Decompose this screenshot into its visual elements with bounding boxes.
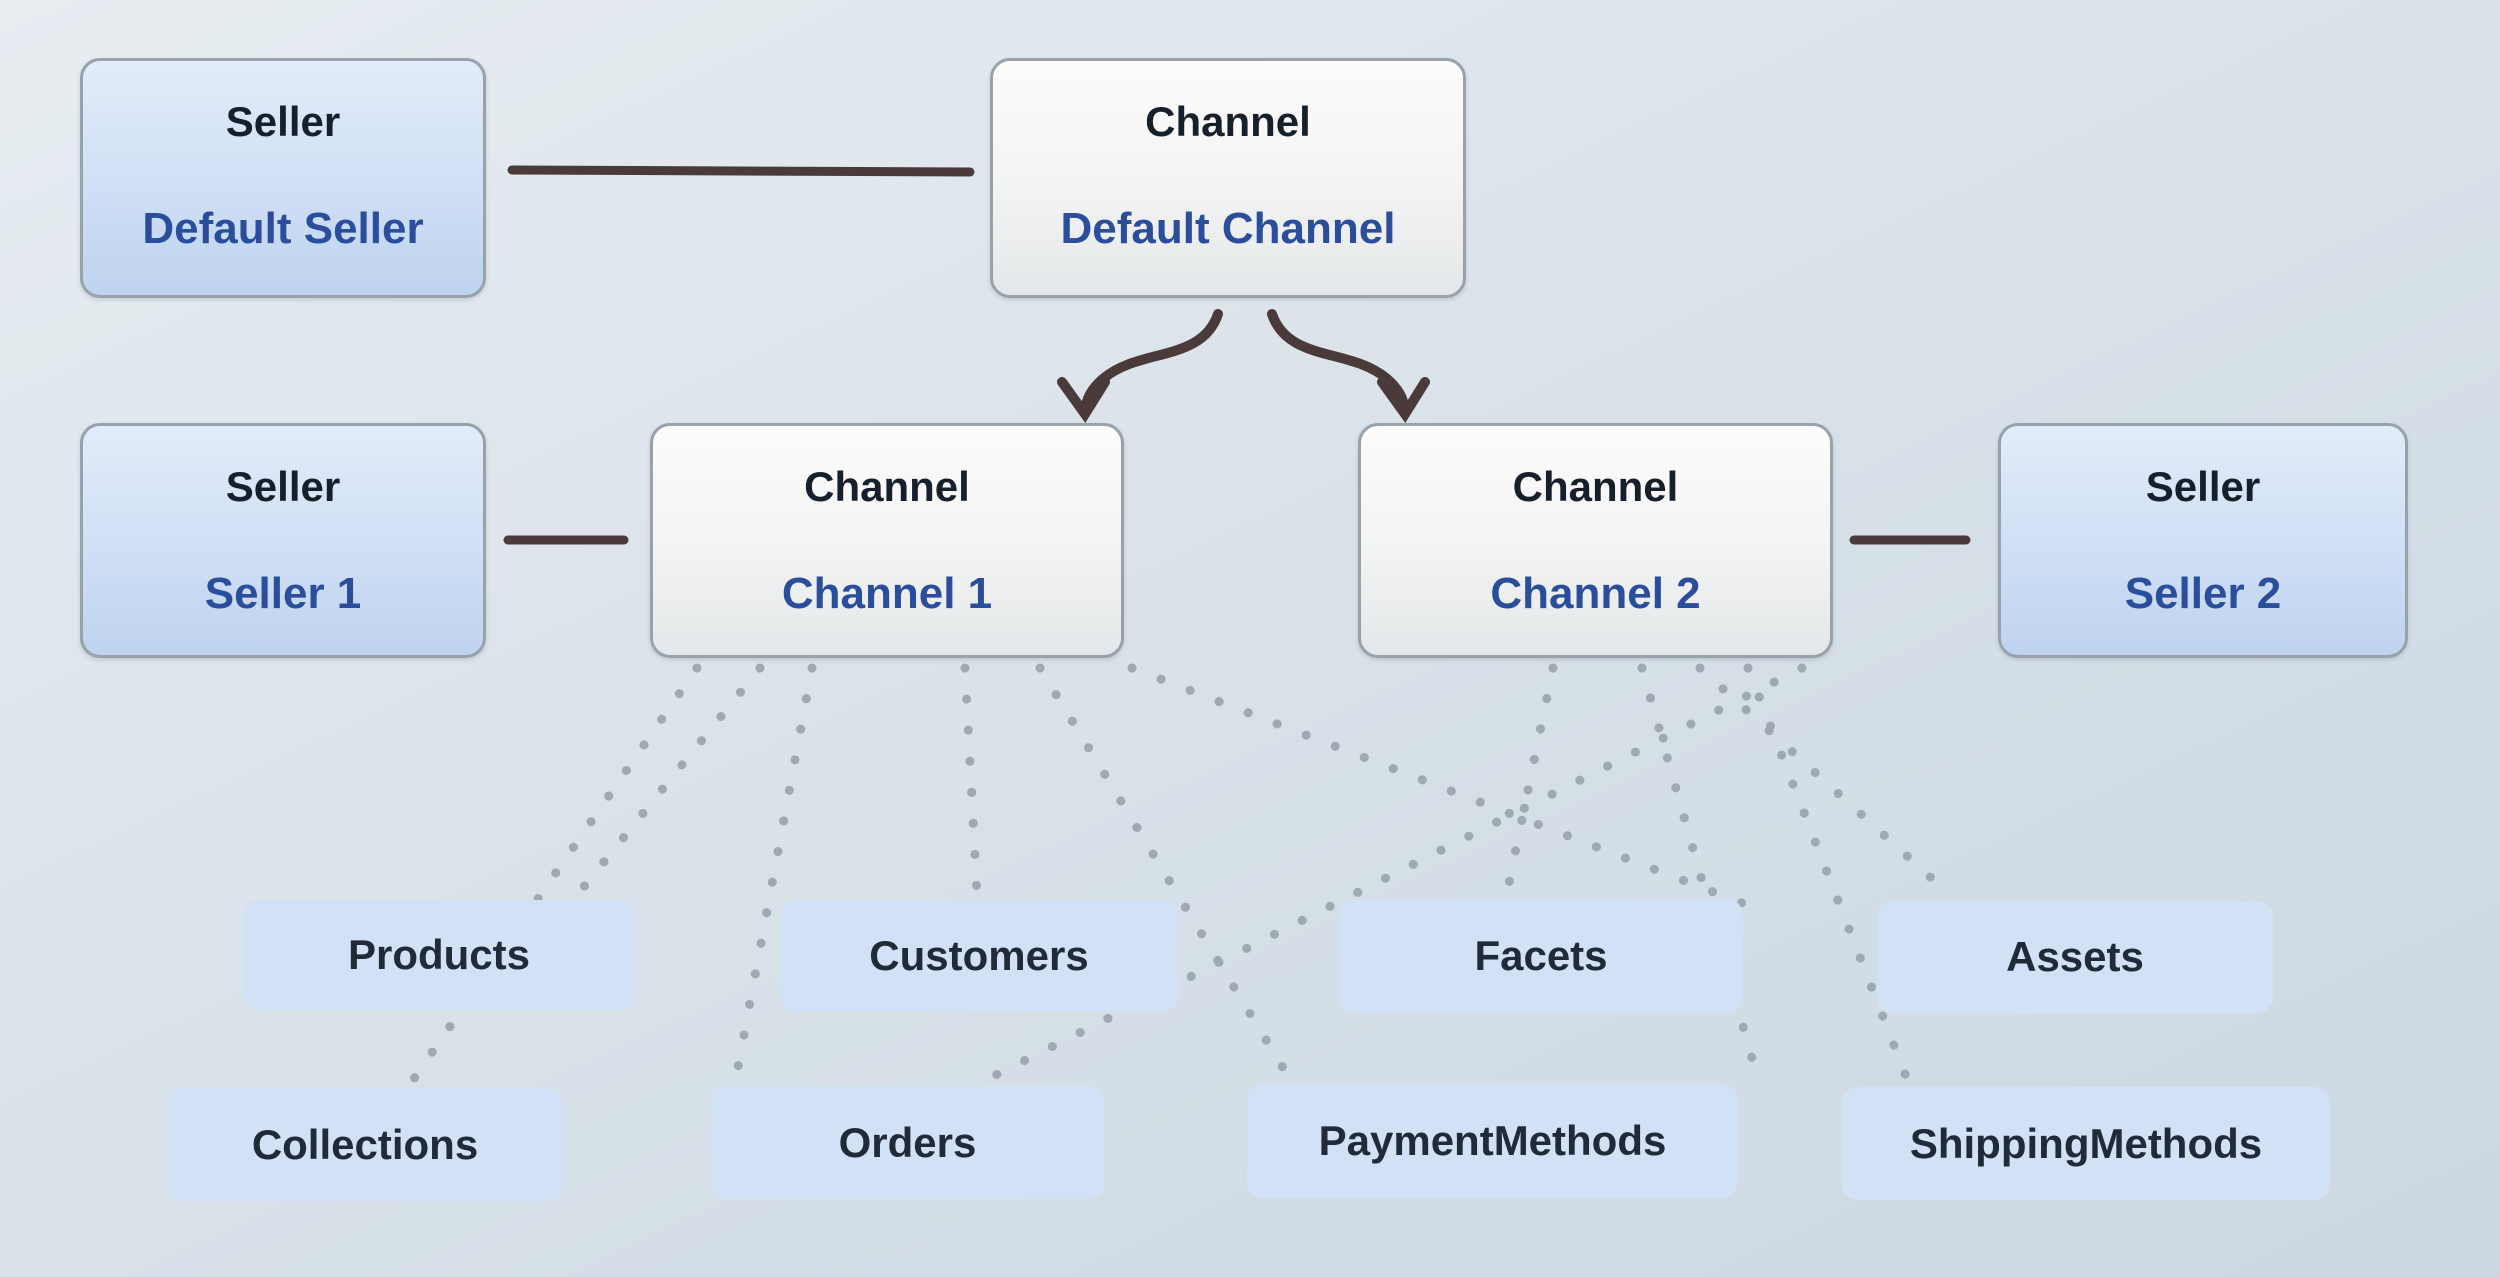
entity-label: Orders [838,1118,977,1166]
dotted-edge-channel1-products [573,663,765,899]
dotted-edge-channel2-shippingmethods [1743,663,1912,1084]
dotted-edge-channel1-facets [1127,663,1747,908]
node-name-label: Seller 1 [204,569,362,618]
arrow-defaultchannel-channel2 [1267,309,1410,417]
entity-label: PaymentMethods [1318,1117,1667,1164]
node-name-label: Channel 2 [1490,569,1701,618]
arrow-head-channel2 [1377,377,1430,423]
entity-shippingmethods: ShippingMethods [1842,1087,2330,1200]
node-name-label: Default Seller [142,204,424,253]
dotted-edge-channel2-orders [985,663,1807,1083]
entity-label: Products [347,931,531,978]
entity-assets: Assets [1877,901,2273,1013]
entity-facets: Facets [1339,899,1743,1013]
node-name-label: Seller 2 [2124,569,2282,618]
entity-label: Facets [1474,932,1608,979]
dotted-edge-channel1-collections [408,663,702,1085]
dotted-edge-channel2-assets [1695,663,1955,900]
node-channel-1: Channel Channel 1 [650,423,1124,658]
node-type-label: Channel [1145,98,1311,145]
entity-label: Collections [251,1120,479,1168]
arrow-head-channel1 [1057,377,1110,423]
entity-collections: Collections [167,1088,563,1201]
dotted-edge-channel1-orders [731,663,817,1083]
entity-products: Products [243,900,635,1010]
node-default-seller: Seller Default Seller [80,58,486,298]
entity-paymentmethods: PaymentMethods [1247,1084,1738,1198]
entity-orders: Orders [710,1086,1105,1199]
node-name-label: Channel 1 [781,569,993,618]
dotted-edge-channel1-paymentmethods [1035,663,1293,1081]
node-name-label: Default Channel [1060,204,1396,253]
dotted-edge-channel1-customers [960,663,982,899]
node-seller-2: Seller Seller 2 [1998,423,2408,658]
node-type-label: Seller [225,98,341,145]
node-type-label: Seller [2145,463,2261,510]
node-type-label: Channel [1512,463,1679,510]
entity-label: ShippingMethods [1909,1119,2263,1167]
entity-label: Assets [2006,933,2144,980]
entity-label: Customers [869,932,1089,979]
node-default-channel: Channel Default Channel [990,58,1466,298]
node-type-label: Seller [225,463,341,510]
node-type-label: Channel [804,463,970,510]
entity-customers: Customers [780,900,1178,1012]
solid-edge-defaultseller-defaultchannel [507,165,975,177]
dotted-edge-channel2-paymentmethods [1637,663,1762,1081]
node-channel-2: Channel Channel 2 [1358,423,1833,658]
node-seller-1: Seller Seller 1 [80,423,486,658]
arrow-defaultchannel-channel1 [1080,309,1223,417]
dotted-edge-channel2-facets [1502,663,1558,898]
